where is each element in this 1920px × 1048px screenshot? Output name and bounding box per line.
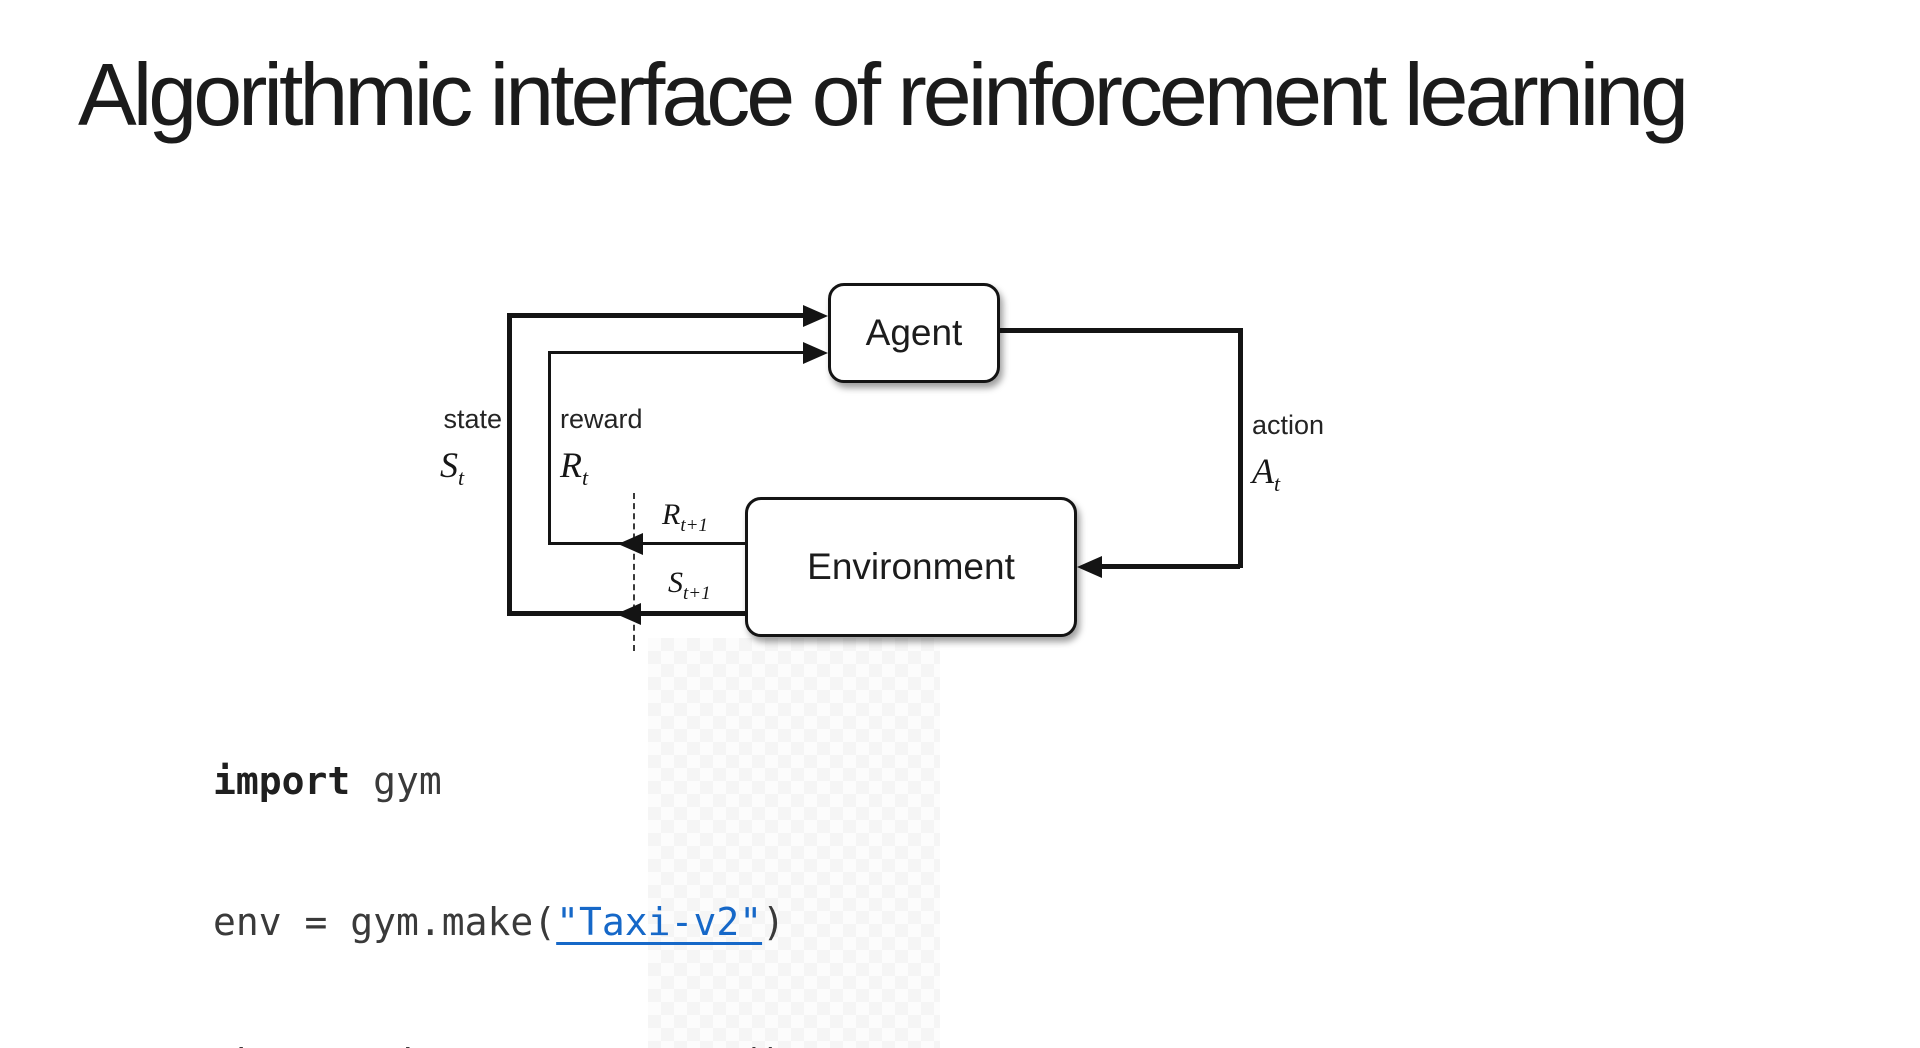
reward-arrowhead-icon (803, 341, 828, 364)
action-symbol: At (1252, 451, 1281, 497)
environment-box-label: Environment (807, 546, 1015, 587)
action-label: action (1252, 410, 1325, 440)
reward-line-vertical (548, 351, 551, 545)
state-arrowhead-icon (803, 304, 828, 327)
next-state-arrowhead-icon (616, 602, 641, 625)
next-reward-arrow-line (549, 542, 745, 545)
code-block: import gym env = gym.make("Taxi-v2") obs… (213, 664, 1448, 1048)
next-reward-symbol: Rt+1 (662, 498, 708, 536)
state-symbol: St (439, 445, 465, 491)
agent-box: Agent (828, 283, 1000, 383)
state-label: state (443, 404, 502, 434)
code-line: observation = env.reset() (213, 1040, 1448, 1048)
action-arrowhead-icon (1077, 555, 1102, 578)
state-line-vertical (507, 313, 512, 616)
code-line: import gym (213, 759, 442, 803)
action-line-vertical (1238, 328, 1243, 568)
reward-arrow-line-top (548, 351, 808, 354)
code-line: env = gym.make("Taxi-v2") (213, 900, 785, 944)
agent-box-label: Agent (865, 312, 963, 353)
taxi-v2-link[interactable]: "Taxi-v2" (556, 900, 763, 944)
agent-output-line (1000, 328, 1243, 333)
next-state-symbol: St+1 (668, 566, 711, 604)
action-arrow-line (1100, 564, 1240, 569)
state-arrow-line-top (507, 313, 807, 318)
reward-symbol: Rt (560, 445, 589, 491)
next-reward-arrowhead-icon (618, 532, 643, 555)
slide-title: Algorithmic interface of reinforcement l… (78, 45, 1689, 144)
environment-box: Environment (745, 497, 1077, 637)
keyword-import: import (213, 759, 351, 803)
time-step-dashed-line (633, 493, 635, 651)
reward-label: reward (560, 404, 643, 434)
transparency-checkerboard-artifact (648, 638, 940, 1048)
